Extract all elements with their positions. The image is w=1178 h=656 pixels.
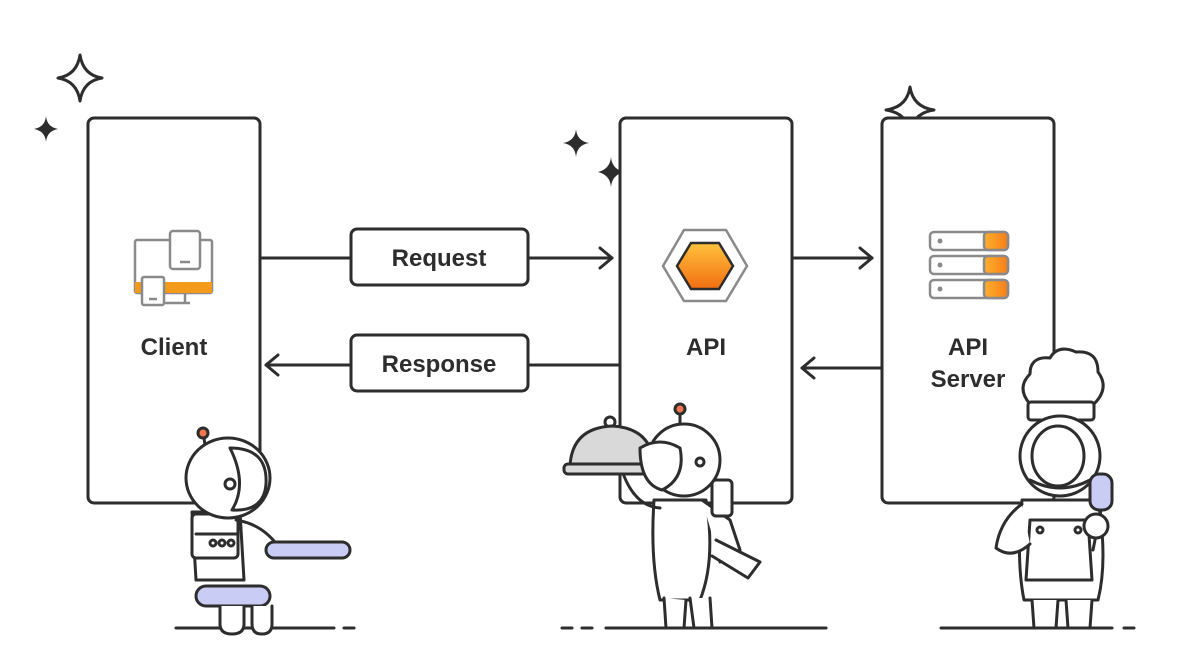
- return-arrow: [800, 356, 882, 380]
- forward-arrow: [792, 246, 874, 270]
- api-server-label-line2: Server: [931, 366, 1006, 393]
- astronaut-client-icon: [184, 426, 352, 636]
- api-server-label-line1: API: [948, 334, 988, 361]
- request-arrow: [260, 246, 614, 270]
- client-devices-icon: [133, 229, 214, 307]
- api-label: API: [686, 334, 726, 361]
- astronaut-chef-icon: [994, 347, 1114, 630]
- response-label-box: Response: [349, 333, 530, 393]
- response-label: Response: [382, 351, 497, 378]
- api-server-panel: [880, 116, 1056, 505]
- request-label: Request: [392, 245, 487, 272]
- sparkle-icon: [34, 116, 58, 142]
- api-hexagon-icon: [661, 228, 749, 303]
- astronaut-waiter-icon: [562, 402, 762, 630]
- response-arrow: [264, 353, 620, 377]
- sparkle-icon: [56, 53, 104, 103]
- client-label: Client: [141, 334, 208, 361]
- sparkle-icon: [598, 157, 624, 187]
- server-rack-icon: [928, 230, 1010, 300]
- request-label-box: Request: [349, 227, 530, 287]
- sparkle-icon: [563, 129, 589, 157]
- client-panel: [86, 116, 262, 505]
